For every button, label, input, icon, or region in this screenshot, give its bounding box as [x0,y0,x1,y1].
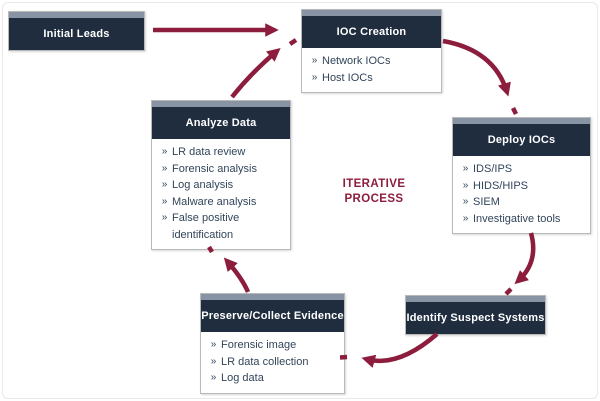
list-item: » Host IOCs [307,70,438,87]
node-analyze-data: Analyze Data » LR data review » Forensic a… [151,100,291,250]
list-item: » Malware analysis [157,194,287,211]
list-item: » False positive identification [157,210,287,243]
list-bullet: » [161,195,168,207]
node-item-list: » LR data review » Forensic analysis » Log … [152,139,290,249]
node-header-strip [302,10,441,16]
arrow-analyze-data-to-ioc-creation [230,47,281,99]
node-header-strip [453,118,590,124]
list-item-text: IDS/IPS [473,163,513,175]
node-item-list: » Network IOCs » Host IOCs [302,48,441,92]
list-item: » Log analysis [157,177,287,194]
node-item-list: » IDS/IPS » HIDS/HIPS » SIEM » Investigative… [453,156,590,233]
list-bullet: » [161,212,168,223]
list-item: » LR data review [157,144,287,161]
list-bullet: » [462,179,469,191]
list-bullet: » [161,146,168,157]
node-header-strip [152,101,290,107]
list-item: » Network IOCs [307,53,438,70]
arrow-deploy-iocs-to-identify-suspect-systems [514,232,536,285]
arrow-ioc-creation-to-deploy-iocs [442,38,511,97]
list-item: » Forensic image [206,337,341,354]
node-item-list: » Forensic image » LR data collection » Log… [201,332,344,393]
list-item: » SIEM [458,194,587,211]
center-label-line2: PROCESS [344,193,404,205]
arrow-dash [288,38,298,46]
list-item-text: Investigative tools [473,212,561,225]
list-item-text: Forensic image [221,339,297,351]
list-bullet: » [161,162,168,174]
list-bullet: » [210,372,217,383]
list-item-text: False positive identification [172,212,240,241]
arrow-preserve-collect-evidence-to-analyze-data [223,257,251,293]
node-ioc-creation: IOC Creation » Network IOCs » Host IOCs [301,9,442,93]
node-title: Deploy IOCs [453,124,590,156]
list-item: » Log data [206,370,341,387]
list-item: » Forensic analysis [157,161,287,178]
node-identify-suspect-systems: Identify Suspect Systems [405,295,546,335]
node-title: Initial Leads [9,18,144,50]
list-item: » HIDS/HIPS [458,178,587,195]
node-initial-leads: Initial Leads [8,11,145,51]
node-header-strip [201,294,344,300]
arrow-dash [504,287,513,296]
node-title: IOC Creation [302,16,441,48]
node-header-strip [9,12,144,18]
list-item: » IDS/IPS [458,161,587,178]
list-item-text: Network IOCs [322,55,391,67]
list-bullet: » [311,55,318,66]
list-item-text: LR data collection [221,355,309,368]
node-title: Identify Suspect Systems [406,302,545,334]
list-item-text: HIDS/HIPS [473,179,529,192]
arrow-dash [510,106,519,116]
list-bullet: » [161,179,168,190]
list-bullet: » [210,339,217,350]
node-header-strip [406,296,545,302]
list-item-text: SIEM [473,196,500,208]
list-item-text: Malware analysis [172,195,257,208]
arrow-identify-suspect-systems-to-preserve-collect-evidence [361,332,439,368]
list-bullet: » [462,212,469,224]
list-bullet: » [210,355,217,367]
list-item: » Investigative tools [458,211,587,228]
list-item-text: Log analysis [172,179,234,191]
list-item: » LR data collection [206,354,341,371]
node-title: Analyze Data [152,107,290,139]
list-bullet: » [462,196,469,207]
list-item-text: Forensic analysis [172,162,257,175]
list-item-text: Log data [221,372,264,384]
list-bullet: » [311,71,318,83]
list-bullet: » [462,163,469,174]
list-item-text: Host IOCs [322,71,373,84]
list-item-text: LR data review [172,146,246,158]
center-label-line1: ITERATIVE [342,178,406,190]
center-label: ITERATIVE PROCESS [330,177,418,207]
node-title: Preserve/Collect Evidence [201,300,344,332]
node-preserve-collect-evidence: Preserve/Collect Evidence » Forensic imag… [200,293,345,394]
node-deploy-iocs: Deploy IOCs » IDS/IPS » HIDS/HIPS » SIEM » I… [452,117,591,234]
